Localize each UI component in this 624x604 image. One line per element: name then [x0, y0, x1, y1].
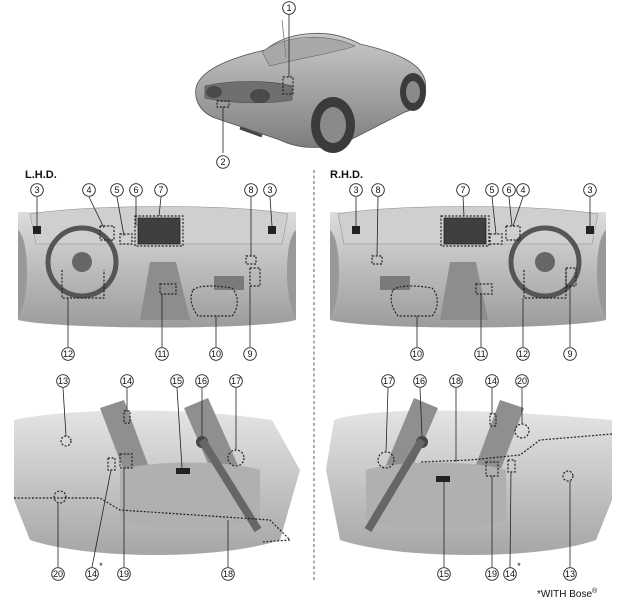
rhd-callout-19: 19	[487, 569, 497, 579]
lhd-callout-14-top: 14	[122, 376, 132, 386]
rhd-callout-14-top: 14	[487, 376, 497, 386]
car-exterior-illustration	[195, 13, 427, 153]
lhd-interior-illustration	[14, 387, 300, 568]
lhd-callout-18: 18	[223, 569, 233, 579]
lhd-callout-8: 8	[248, 185, 253, 195]
footnote-text: *WITH Bose®	[537, 587, 598, 600]
rhd-callout-11: 11	[476, 349, 485, 359]
rhd-callout-7: 7	[460, 185, 465, 195]
lhd-callout-3-right: 3	[267, 185, 272, 195]
lhd-callout-4: 4	[86, 185, 91, 195]
lhd-callout-5: 5	[114, 185, 119, 195]
rhd-callout-18: 18	[451, 376, 461, 386]
lhd-callout-7: 7	[158, 185, 163, 195]
lhd-callout-10: 10	[211, 349, 221, 359]
callout-labels: 1 2 3 4 5 6 7 8 3 12 11 10 9 3 8 7 5	[30, 1, 597, 581]
lhd-label: L.H.D.	[25, 169, 57, 181]
rhd-callout-10: 10	[412, 349, 422, 359]
callout-1: 1	[286, 3, 291, 13]
lhd-callout-15: 15	[172, 376, 182, 386]
rhd-callout-4: 4	[520, 185, 525, 195]
rhd-interior-illustration	[326, 387, 613, 568]
lhd-callout-9: 9	[247, 349, 252, 359]
callout-2: 2	[220, 157, 225, 167]
rhd-callout-16: 16	[415, 376, 425, 386]
rhd-callout-20: 20	[517, 376, 527, 386]
lhd-dashboard-illustration	[18, 196, 296, 347]
rhd-label: R.H.D.	[330, 169, 363, 181]
rhd-asterisk: *	[517, 561, 521, 571]
lhd-callout-3-left: 3	[34, 185, 39, 195]
lhd-callout-11: 11	[157, 349, 166, 359]
lhd-callout-12: 12	[63, 349, 73, 359]
rhd-callout-5: 5	[489, 185, 494, 195]
rhd-callout-13: 13	[565, 569, 575, 579]
rhd-callout-3-left: 3	[353, 185, 358, 195]
callout-1-area	[282, 76, 294, 95]
lhd-callout-17: 17	[231, 376, 241, 386]
lhd-callout-20: 20	[53, 569, 63, 579]
lhd-callout-19: 19	[119, 569, 129, 579]
rhd-callout-6: 6	[506, 185, 511, 195]
rhd-callout-17: 17	[383, 376, 393, 386]
rhd-callout-8: 8	[375, 185, 380, 195]
callout-2-area	[216, 100, 230, 108]
rhd-callout-15: 15	[439, 569, 449, 579]
lhd-asterisk: *	[99, 561, 103, 571]
rhd-callout-3-right: 3	[587, 185, 592, 195]
rhd-callout-12: 12	[518, 349, 528, 359]
rhd-dashboard-illustration	[330, 196, 606, 347]
lhd-callout-14-bottom: 14	[87, 569, 97, 579]
lhd-callout-6: 6	[133, 185, 138, 195]
lhd-callout-16: 16	[197, 376, 207, 386]
rhd-callout-14-bottom: 14	[505, 569, 515, 579]
rhd-callout-9: 9	[567, 349, 572, 359]
lhd-callout-13: 13	[58, 376, 68, 386]
